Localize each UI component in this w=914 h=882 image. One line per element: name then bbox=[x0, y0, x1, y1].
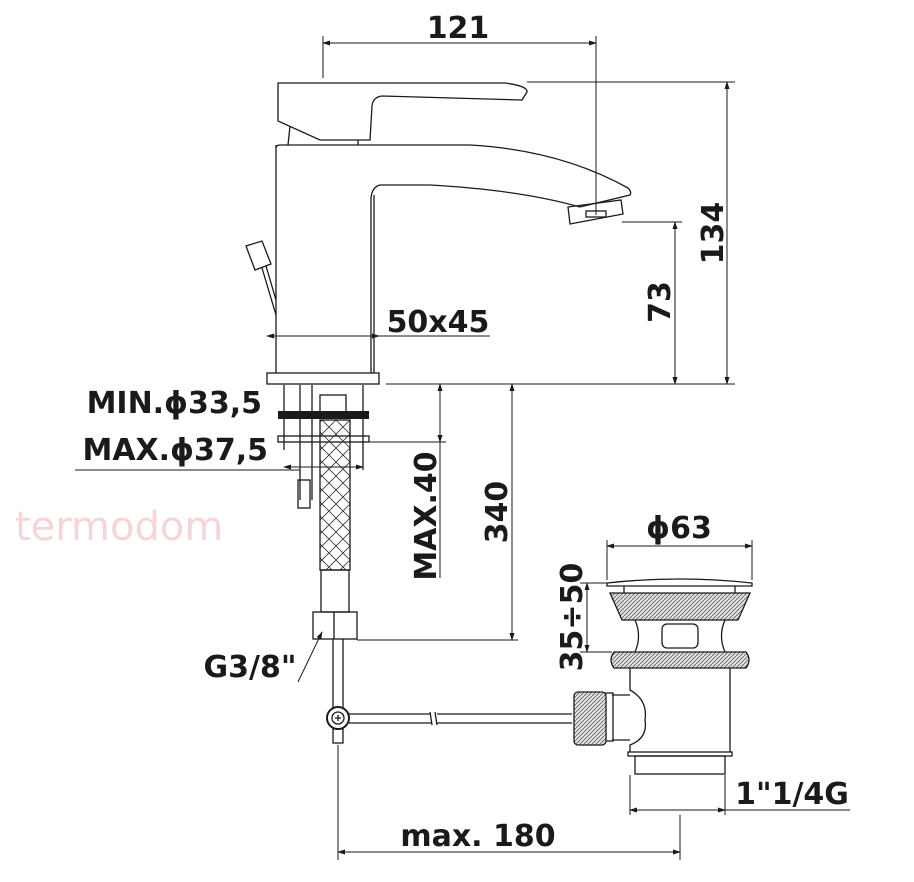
linkage-rod bbox=[349, 713, 572, 724]
dim-hole-min: MIN.ϕ33,5 bbox=[87, 386, 262, 421]
hose-nut bbox=[312, 611, 358, 640]
drain-waste bbox=[573, 578, 753, 775]
dim-rod-max-180: max. 180 bbox=[400, 819, 555, 854]
dim-height-134: 134 bbox=[696, 202, 731, 265]
dim-drain-diameter: ϕ63 bbox=[646, 511, 712, 546]
faucet-body bbox=[266, 144, 632, 385]
dim-hose-340: 340 bbox=[480, 481, 515, 544]
dim-base-50x45: 50x45 bbox=[387, 305, 490, 340]
dimension-lines bbox=[75, 36, 850, 860]
dim-spout-73: 73 bbox=[643, 281, 678, 323]
watermark: termodom bbox=[15, 504, 223, 550]
knurled-nut bbox=[573, 691, 607, 746]
screw-icon bbox=[335, 715, 341, 721]
drain-thread bbox=[634, 755, 726, 775]
dim-connection-g38: G3/8" bbox=[204, 650, 297, 685]
aerator bbox=[567, 199, 624, 225]
braided-hose bbox=[319, 419, 351, 571]
dim-width-121: 121 bbox=[427, 11, 490, 46]
fixing-and-hoses bbox=[277, 385, 572, 860]
dim-drain-thread: 1"1/4G bbox=[735, 777, 849, 812]
dim-max-40: MAX.40 bbox=[409, 451, 444, 580]
faucet-handle bbox=[277, 82, 528, 146]
dim-drain-range: 35÷50 bbox=[555, 563, 590, 672]
base-plate bbox=[266, 372, 380, 385]
popup-lever-rod bbox=[245, 240, 277, 316]
dim-hole-max: MAX.ϕ37,5 bbox=[82, 433, 268, 468]
